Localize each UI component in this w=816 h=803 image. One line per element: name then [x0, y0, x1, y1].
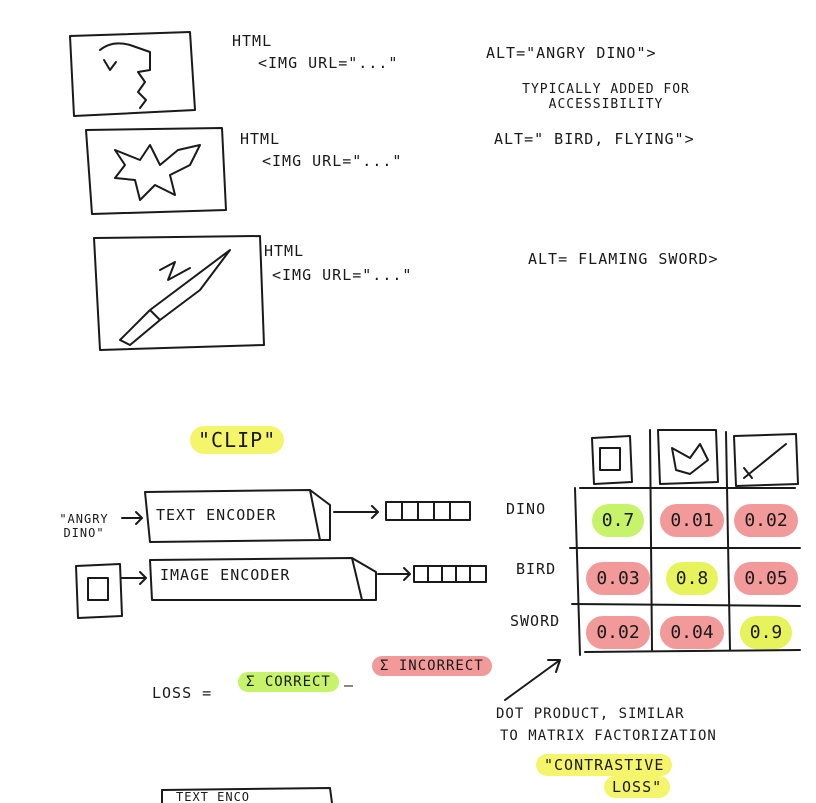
row-label-sword: SWORD	[510, 612, 561, 630]
matrix-cell: 0.02	[730, 494, 802, 546]
contrastive-line-1: "CONTRASTIVE	[536, 754, 673, 776]
html-label-2: HTML	[240, 130, 281, 148]
matrix-cell: 0.7	[582, 494, 654, 546]
matrix-cell-value: 0.8	[665, 561, 719, 595]
col-dino-icon	[591, 435, 633, 485]
bird-frame	[85, 127, 227, 215]
img-tag-2: <IMG URL="..."	[262, 152, 403, 170]
matrix-cell: 0.03	[582, 552, 654, 604]
bottom-encoder-partial: TEXT ENCO	[176, 790, 251, 803]
matrix-cell: 0.8	[656, 552, 728, 604]
bird-icon	[114, 144, 201, 201]
contrastive-text-2: LOSS"	[604, 776, 671, 798]
dino-icon	[99, 42, 151, 109]
alt-text-1: ALT="ANGRY DINO">	[486, 44, 657, 62]
accessibility-note: TYPICALLY ADDED FOR ACCESSIBILITY	[522, 82, 690, 112]
dino-frame	[69, 31, 196, 117]
dino-teeth	[103, 59, 117, 71]
input-image-frame	[75, 563, 123, 619]
loss-correct: Σ CORRECT	[238, 672, 339, 692]
text-input-label: "ANGRY DINO"	[59, 512, 109, 540]
footnote-line-1: DOT PRODUCT, SIMILAR	[496, 706, 685, 722]
loss-incorrect: Σ INCORRECT	[372, 656, 492, 676]
row-label-dino: DINO	[506, 500, 547, 518]
text-embedding	[385, 501, 471, 521]
footnote-line-2: TO MATRIX FACTORIZATION	[500, 728, 717, 744]
loss-correct-text: Σ CORRECT	[238, 672, 339, 692]
matrix-cell-value: 0.02	[734, 503, 798, 537]
col-bird-icon	[657, 429, 719, 485]
matrix-cell-value: 0.01	[660, 503, 724, 537]
contrastive-text-1: "CONTRASTIVE	[536, 754, 673, 776]
sword-frame	[93, 235, 265, 351]
matrix-cell-value: 0.9	[739, 615, 793, 649]
loss-label: LOSS =	[152, 684, 213, 702]
matrix-cell-value: 0.7	[591, 503, 645, 537]
matrix-cell: 0.01	[656, 494, 728, 546]
img-tag-3: <IMG URL="..."	[272, 266, 413, 284]
image-embedding	[413, 565, 487, 583]
img-tag-1: <IMG URL="..."	[258, 54, 399, 72]
clip-title-text: "CLIP"	[190, 426, 285, 454]
clip-title: "CLIP"	[190, 426, 285, 454]
alt-text-2: ALT=" BIRD, FLYING">	[494, 130, 695, 148]
loss-incorrect-text: Σ INCORRECT	[372, 656, 492, 676]
matrix-cell: 0.04	[656, 606, 728, 658]
sword-icon	[119, 249, 231, 346]
matrix-cell-value: 0.03	[586, 561, 650, 595]
pointer-arrow	[504, 659, 561, 701]
alt-text-3: ALT= FLAMING SWORD>	[528, 250, 719, 268]
matrix-cell-value: 0.02	[586, 615, 650, 649]
col-sword-icon	[733, 433, 799, 487]
matrix-cell-value: 0.05	[734, 561, 798, 595]
row-label-bird: BIRD	[516, 560, 557, 578]
matrix-cell: 0.9	[730, 606, 802, 658]
html-label-1: HTML	[232, 32, 273, 50]
text-encoder-label: TEXT ENCODER	[156, 506, 277, 524]
matrix-cell: 0.02	[582, 606, 654, 658]
contrastive-line-2: LOSS"	[604, 776, 671, 798]
image-encoder-label: IMAGE ENCODER	[160, 566, 291, 584]
loss-minus: –	[344, 676, 355, 694]
flame-icon	[159, 261, 191, 281]
html-label-3: HTML	[264, 242, 305, 260]
matrix-cell: 0.05	[730, 552, 802, 604]
matrix-cell-value: 0.04	[660, 615, 724, 649]
